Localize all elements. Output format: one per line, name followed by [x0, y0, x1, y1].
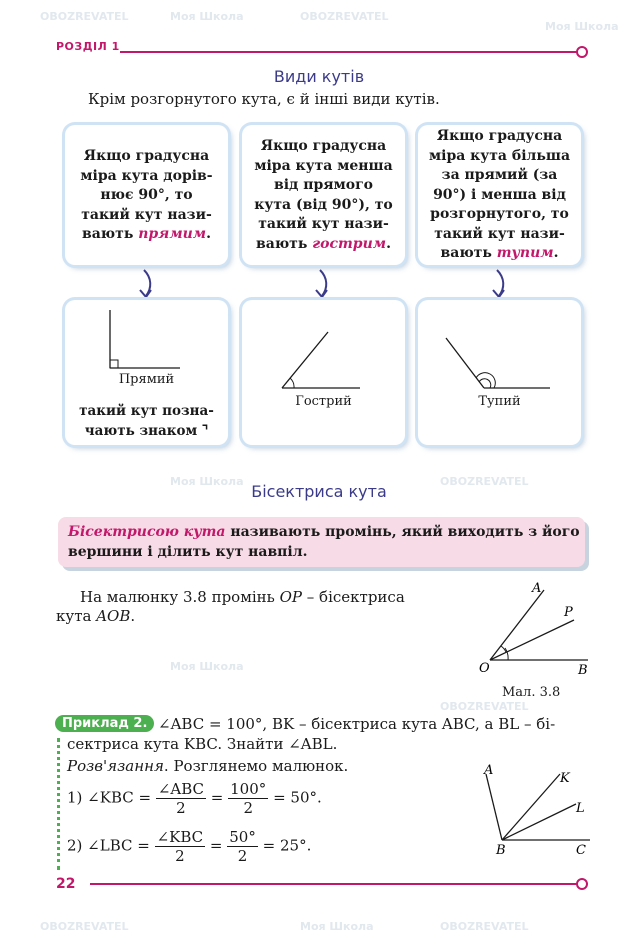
example-badge: Приклад 2. [55, 715, 155, 732]
point-label-b: B [577, 663, 588, 678]
point-label-l: L [575, 801, 585, 816]
watermark-text: Моя Школа [170, 475, 244, 488]
card-line: від прямого [273, 177, 374, 193]
bisector-title: Бісектриса кута [251, 482, 387, 501]
bisector-definition-box: Бісектрисою кута називають промінь, який… [58, 517, 585, 567]
example-line: сектриса кута KBC. Знайти ∠ABL. [67, 735, 338, 753]
acute-angle-figure-card: Гострий [242, 300, 405, 445]
card-line: Якщо градусна [260, 138, 387, 154]
card-line: міра кута дорів- [80, 167, 213, 184]
watermark-text: OBOZREVATEL [440, 920, 529, 933]
obtuse-angle-label: Тупий [478, 394, 521, 409]
card-line: міра кута більша [428, 147, 571, 164]
watermark-text: Моя Школа [545, 20, 619, 33]
acute-angle-diagram [281, 331, 360, 389]
obtuse-angle-diagram [445, 337, 550, 389]
example-figure: A K L B C [483, 763, 590, 858]
card-line: розгорнутого, то [430, 206, 569, 222]
fraction: 100°2 [228, 780, 269, 817]
point-label-p: P [563, 605, 573, 620]
down-arrow-icon [315, 269, 328, 299]
watermark-text: OBOZREVATEL [300, 10, 389, 23]
example-line: ∠ABC = 100°, BK – бісектриса кута ABC, а… [158, 715, 556, 733]
watermark-text: OBOZREVATEL [440, 700, 529, 713]
acute-angle-definition-card: Якщо градусна міра кута менша від прямог… [242, 125, 405, 265]
right-angle-note-line: такий кут позна- [79, 403, 214, 419]
point-label-c: C [576, 843, 586, 858]
footer-rule [90, 883, 578, 885]
card-line: міра кута менша [254, 157, 393, 174]
card-line: Якщо градусна [436, 128, 563, 144]
card-line: вають гострим. [256, 235, 391, 252]
card-line: 90°) і менша від [433, 186, 566, 203]
point-label-b: B [495, 843, 506, 858]
bisector-text-line: кута AOB. [56, 607, 136, 625]
footer-rule-dot [576, 878, 588, 890]
right-angle-figure-card: Прямий такий кут позна- чають знаком ⌝ [65, 300, 228, 445]
card-line: нює 90°, то [100, 187, 193, 203]
term-obtuse: тупим [496, 245, 554, 261]
down-arrow-icon [139, 269, 152, 299]
term-acute: гострим [312, 235, 387, 252]
card-line: кута (від 90°), то [254, 196, 393, 213]
watermark-text: OBOZREVATEL [40, 920, 129, 933]
card-line: за прямий (за [441, 167, 558, 183]
bisector-term: Бісектрисою кута [68, 524, 226, 540]
right-angle-definition-card: Якщо градусна міра кута дорів- нює 90°, … [65, 125, 228, 265]
card-line: такий кут нази- [81, 206, 212, 223]
bisector-figure: A P O B [479, 581, 588, 678]
card-line: такий кут нази- [258, 216, 389, 232]
watermark-text: Моя Школа [300, 920, 374, 933]
section-label: РОЗДІЛ 1 [56, 40, 120, 53]
fraction: 50°2 [227, 828, 258, 865]
example-margin-dots [57, 738, 60, 870]
watermark-text: Моя Школа [170, 660, 244, 673]
watermark-text: OBOZREVATEL [40, 10, 129, 23]
page-number: 22 [56, 876, 76, 892]
definition-text: називають промінь, який виходить з його [225, 524, 580, 540]
card-line: вають тупим. [440, 245, 559, 261]
term-right: прямим [138, 226, 207, 242]
figure-caption: Мал. 3.8 [502, 685, 561, 700]
watermark-text: Моя Школа [170, 10, 244, 23]
right-angle-label: Прямий [118, 372, 175, 387]
obtuse-angle-figure-card: Тупий [418, 300, 581, 445]
acute-angle-label: Гострий [295, 394, 352, 409]
header-rule-dot [576, 46, 588, 58]
right-angle-note-line: чають знаком ⌝ [84, 422, 209, 439]
card-line: вають прямим. [81, 226, 211, 242]
point-label-o: O [479, 661, 490, 676]
solution-line: Розв'язання. Розглянемо малюнок. [67, 757, 349, 775]
angle-types-intro: Крім розгорнутого кута, є й інші види ку… [88, 90, 440, 108]
obtuse-angle-definition-card: Якщо градусна міра кута більша за прямий… [418, 125, 581, 265]
down-arrow-icon [492, 269, 505, 299]
card-line: такий кут нази- [434, 225, 565, 242]
definition-text: вершини і ділить кут навпіл. [68, 544, 308, 560]
watermark-text: OBOZREVATEL [440, 475, 529, 488]
header-rule [120, 51, 578, 53]
right-angle-diagram [109, 310, 180, 369]
bisector-text-line: На малюнку 3.8 промінь OP – бісектриса [80, 588, 405, 606]
angle-types-title: Види кутів [273, 67, 365, 86]
card-line: Якщо градусна [83, 148, 210, 164]
point-label-k: K [559, 771, 571, 786]
point-label-a: A [531, 581, 541, 596]
point-label-a: A [483, 763, 493, 778]
